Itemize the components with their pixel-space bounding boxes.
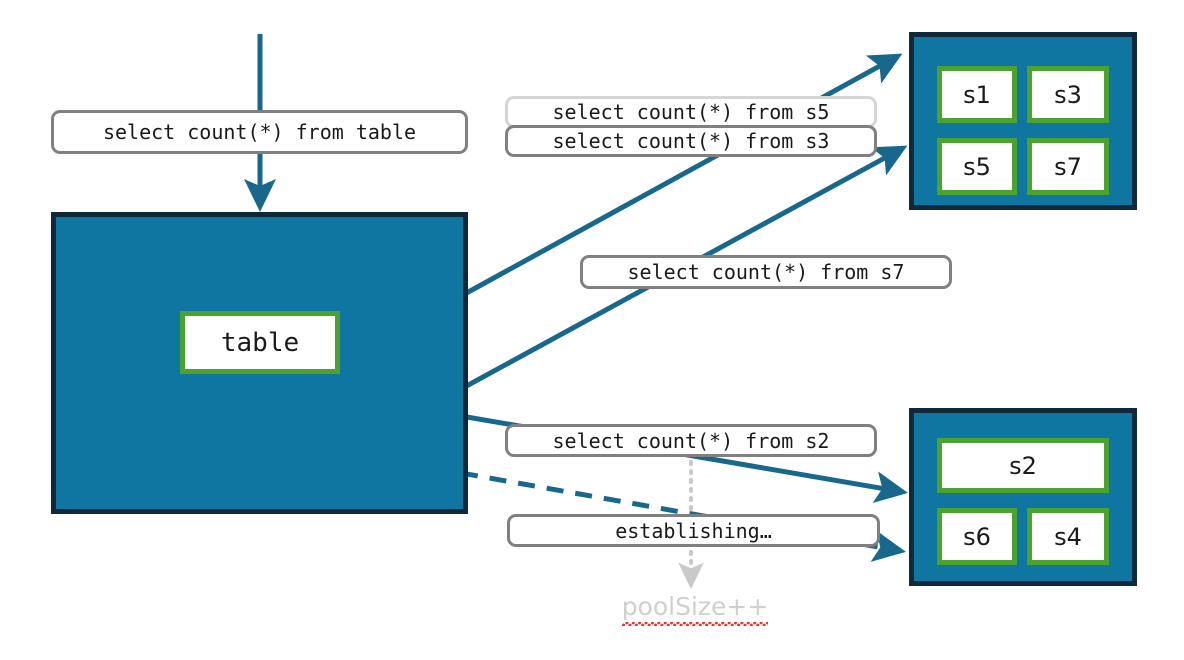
poolsize-text: poolSize++ — [621, 592, 769, 626]
connection-s6[interactable]: s6 — [937, 508, 1017, 565]
connection-s1[interactable]: s1 — [937, 66, 1017, 123]
query-label-s3[interactable]: select count(*) from s3 — [505, 125, 877, 157]
query-label-table[interactable]: select count(*) from table — [51, 110, 468, 154]
connection-s4[interactable]: s4 — [1027, 508, 1109, 565]
table-node: table — [180, 311, 340, 374]
query-label-s2[interactable]: select count(*) from s2 — [505, 424, 877, 457]
query-label-s5[interactable]: select count(*) from s5 — [505, 96, 877, 128]
connection-s3[interactable]: s3 — [1027, 66, 1109, 123]
connection-s5[interactable]: s5 — [937, 138, 1017, 195]
poolsize-annotation: poolSize++ — [590, 592, 800, 626]
establishing-label[interactable]: establishing… — [507, 514, 880, 547]
connection-s2[interactable]: s2 — [937, 438, 1109, 493]
connection-s7[interactable]: s7 — [1027, 138, 1109, 195]
query-label-s7[interactable]: select count(*) from s7 — [580, 255, 952, 289]
